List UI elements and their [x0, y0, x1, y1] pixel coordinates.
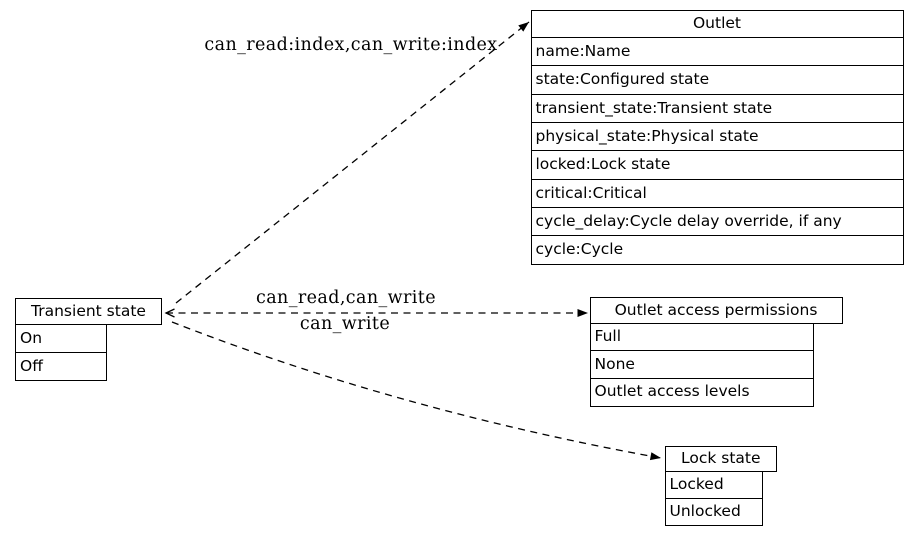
lock-state-node-title: Lock state: [664, 445, 777, 472]
outlet-node-row: physical_state:Physical state: [530, 123, 904, 152]
outlet-node: Outlet name:Name state:Configured state …: [530, 10, 904, 265]
lock-state-node-row: Unlocked: [664, 499, 763, 526]
edge-label-can-read-index: can_read:index,can_write:index: [204, 35, 498, 55]
edge-label-can-read-can-write: can_read,can_write: [256, 288, 436, 308]
edge-label-can-write: can_write: [299, 313, 391, 334]
transient-state-node-row: On: [15, 325, 107, 353]
outlet-node-row: critical:Critical: [530, 179, 904, 209]
outlet-access-permissions-node-row: Outlet access levels: [589, 378, 814, 407]
transient-state-node-row: Off: [15, 353, 107, 381]
lock-state-node: Lock state Locked Unlocked: [664, 445, 777, 526]
outlet-node-row: locked:Lock state: [530, 151, 904, 180]
outlet-node-row: state:Configured state: [530, 66, 904, 95]
outlet-access-permissions-node-title: Outlet access permissions: [589, 297, 843, 324]
outlet-access-permissions-node-row: None: [589, 351, 814, 379]
outlet-node-title: Outlet: [530, 10, 904, 38]
outlet-access-permissions-node-row: Full: [589, 323, 814, 352]
outlet-access-permissions-node: Outlet access permissions Full None Outl…: [589, 297, 843, 407]
transient-state-node: Transient state On Off: [15, 297, 162, 381]
outlet-node-row: cycle_delay:Cycle delay override, if any: [530, 208, 904, 237]
lock-state-node-row: Locked: [664, 472, 763, 499]
edge-transient-to-outlet: [175, 21, 530, 304]
outlet-node-row: name:Name: [530, 38, 904, 67]
transient-state-node-title: Transient state: [15, 297, 162, 325]
outlet-node-row: cycle:Cycle: [530, 236, 904, 265]
edge-transient-to-lock-state: [171, 321, 662, 461]
outlet-node-row: transient_state:Transient state: [530, 94, 904, 124]
